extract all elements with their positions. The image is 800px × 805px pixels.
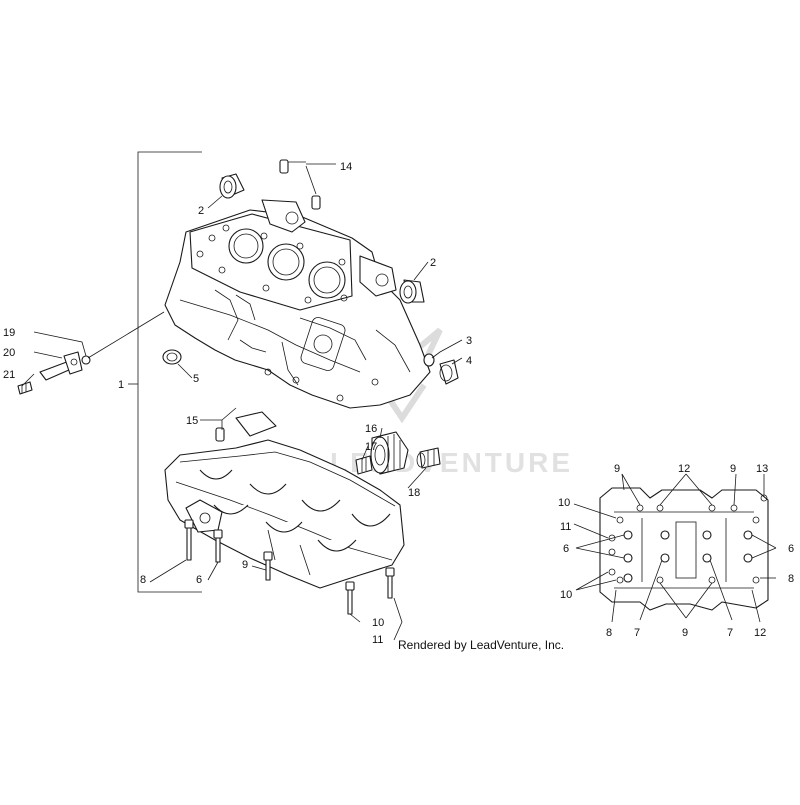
- inset-callout-8-bottom: 8: [606, 627, 612, 639]
- dowel-pin-lower: [215, 427, 225, 442]
- callout-2-right: 2: [430, 257, 436, 269]
- bolt-9: [263, 551, 273, 581]
- expansion-plug: [162, 349, 182, 365]
- filter-nipple: [355, 455, 373, 475]
- bolt-layout-inset: [599, 487, 769, 611]
- callout-17: 17: [365, 441, 377, 453]
- o-ring: [423, 353, 435, 367]
- oil-pipe-fitting: [17, 351, 91, 395]
- inset-callout-11: 11: [560, 521, 571, 533]
- inset-callout-13: 13: [756, 463, 768, 475]
- callout-11: 11: [372, 634, 383, 646]
- inset-callout-9-top-right: 9: [730, 463, 736, 475]
- inset-callout-6-right: 6: [788, 543, 794, 555]
- lower-crankcase: [164, 411, 405, 589]
- callout-2-left: 2: [198, 205, 204, 217]
- callout-6: 6: [196, 574, 202, 586]
- bolt-11: [385, 567, 395, 599]
- inset-callout-7-left: 7: [634, 627, 640, 639]
- callout-16: 16: [365, 423, 377, 435]
- callout-19: 19: [3, 327, 15, 339]
- callout-21: 21: [3, 369, 15, 381]
- oil-pressure-sensor: [416, 447, 441, 469]
- inset-callout-10-upper: 10: [558, 497, 570, 509]
- callout-15: 15: [186, 415, 198, 427]
- render-credit: Rendered by LeadVenture, Inc.: [398, 638, 564, 652]
- dowel-pin-upper-b: [311, 195, 321, 210]
- engine-mount-bushing-right: [399, 279, 425, 304]
- dowel-pin-upper-a: [279, 159, 289, 174]
- drain-plug: [439, 359, 459, 385]
- callout-18: 18: [408, 487, 420, 499]
- inset-callout-7-right: 7: [727, 627, 733, 639]
- inset-leader-lines: [573, 473, 777, 623]
- callout-5: 5: [193, 373, 199, 385]
- callout-8: 8: [140, 574, 146, 586]
- bracket-1: [137, 151, 202, 593]
- inset-callout-10-lower: 10: [560, 589, 572, 601]
- callout-4: 4: [466, 355, 472, 367]
- inset-callout-12-bottom: 12: [754, 627, 766, 639]
- callout-14: 14: [340, 161, 352, 173]
- inset-callout-9-top-left: 9: [614, 463, 620, 475]
- callout-10: 10: [372, 617, 384, 629]
- bolt-10: [345, 581, 355, 615]
- leader-lines: [21, 161, 463, 641]
- inset-callout-6-left: 6: [563, 543, 569, 555]
- callout-9: 9: [242, 559, 248, 571]
- upper-crankcase: [164, 199, 431, 409]
- callout-20: 20: [3, 347, 15, 359]
- callout-1: 1: [118, 379, 124, 391]
- inset-callout-12-top: 12: [678, 463, 690, 475]
- oil-filter: [370, 431, 409, 475]
- inset-callout-9-bottom: 9: [682, 627, 688, 639]
- bolt-8: [184, 519, 194, 561]
- engine-mount-bushing-left: [219, 173, 245, 199]
- inset-callout-8-right: 8: [788, 573, 794, 585]
- callout-3: 3: [466, 335, 472, 347]
- bolt-6: [213, 529, 223, 563]
